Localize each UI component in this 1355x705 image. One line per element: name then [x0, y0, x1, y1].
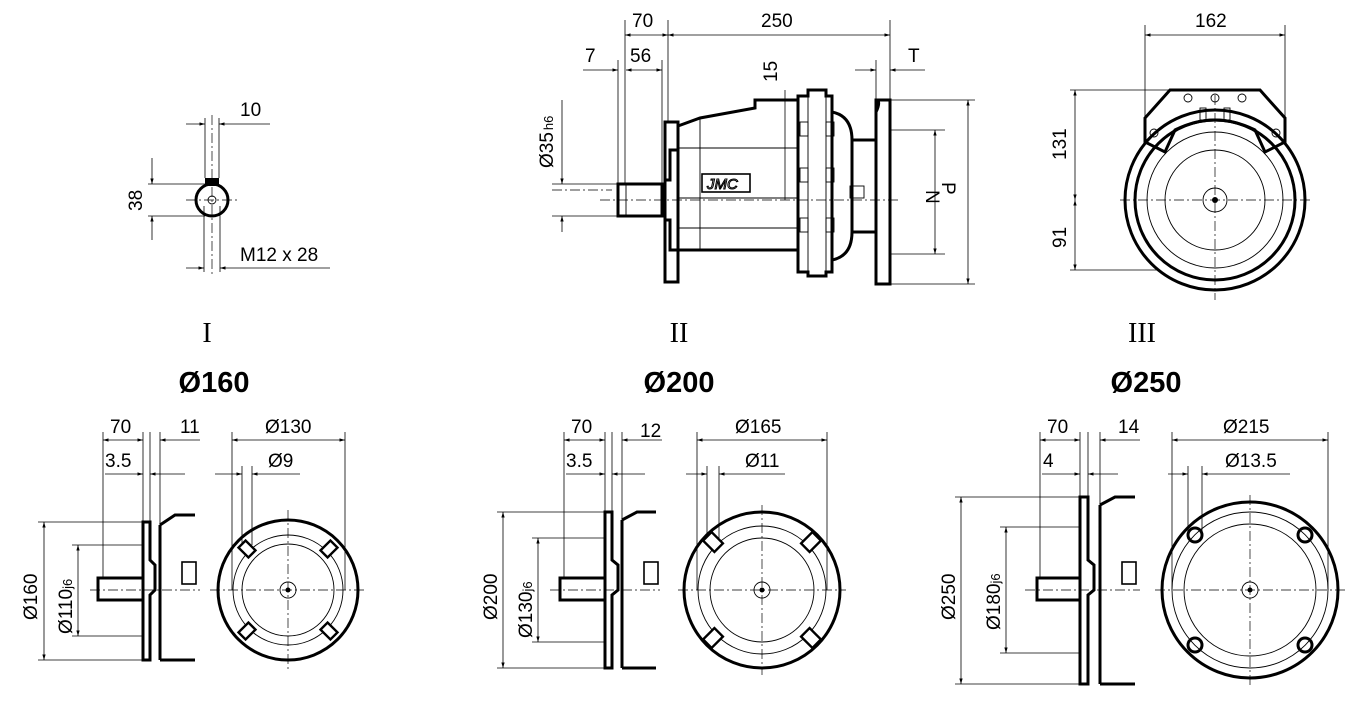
- flange-3-hole: Ø13.5: [1225, 451, 1277, 472]
- flange-1-pilot-tol: j6: [60, 579, 75, 590]
- flange-1-diameter: Ø160: [21, 574, 42, 620]
- flange-2-pilot-tol: j6: [520, 581, 535, 592]
- svg-text:Ø110j6: Ø110j6: [56, 579, 77, 634]
- flange-2-diameter: Ø200: [481, 574, 502, 620]
- flange-3-diameter: Ø250: [939, 574, 960, 620]
- flange-3-drawing: 70 14 4 Ø250 Ø180j6 Ø215 Ø13.5: [939, 417, 1345, 686]
- shaft-end-view: 10 38 M12 x 28: [126, 100, 330, 275]
- flange-2-pilot: Ø130: [516, 592, 537, 638]
- flange-2-offset: 70: [571, 417, 592, 438]
- size-title-3: Ø250: [1111, 367, 1182, 399]
- shaft-step-b-label: 56: [630, 46, 651, 67]
- front-width-label: 162: [1195, 11, 1227, 32]
- shaft-step-a-label: 7: [585, 46, 596, 67]
- svg-text:Ø130j6: Ø130j6: [516, 581, 537, 638]
- flange-3-thickness: 14: [1118, 417, 1140, 438]
- flange-1-pilot: Ø110: [56, 589, 77, 634]
- flange-1-bolt-circle: Ø130: [265, 417, 311, 438]
- flange-2-thickness: 12: [640, 421, 661, 442]
- flange-thickness-label: T: [908, 46, 920, 67]
- flange-1-hole: Ø9: [268, 451, 293, 472]
- flange-3-spigot-depth: 4: [1043, 451, 1054, 472]
- svg-text:Ø180j6: Ø180j6: [984, 573, 1005, 630]
- upper-height-label: 131: [1050, 128, 1071, 160]
- pilot-diameter-label: N: [921, 190, 942, 204]
- lower-height-label: 91: [1050, 227, 1071, 248]
- size-numeral-1: I: [202, 318, 211, 349]
- size-title-2: Ø200: [644, 367, 715, 399]
- gearbox-side-view: JMC 70 250 7 56: [537, 11, 975, 286]
- size-title-1: Ø160: [179, 367, 250, 399]
- size-numeral-3: III: [1128, 318, 1156, 349]
- thread-label: M12 x 28: [240, 245, 318, 266]
- flange-3-pilot-tol: j6: [988, 573, 1003, 584]
- size-numeral-2: II: [670, 318, 689, 349]
- flange-2-hole: Ø11: [745, 451, 780, 472]
- flange-diameter-label: P: [937, 182, 958, 195]
- flange-2-spigot-depth: 3.5: [566, 451, 592, 472]
- flange-3-offset: 70: [1047, 417, 1068, 438]
- body-length-label: 250: [761, 11, 793, 32]
- shaft-tolerance-label: h6: [541, 116, 556, 130]
- shaft-height-label: 38: [126, 190, 147, 211]
- flange-1-drawing: 70 11 3.5 Ø160 Ø110j6 Ø130 Ø9: [21, 417, 365, 670]
- flange-1-spigot-depth: 3.5: [105, 451, 131, 472]
- svg-text:Ø35h6: Ø35h6: [537, 116, 558, 168]
- flange-3-bolt-circle: Ø215: [1223, 417, 1269, 438]
- flange-3-pilot: Ø180: [984, 584, 1005, 630]
- flange-1-offset: 70: [110, 417, 131, 438]
- jmc-logo: JMC: [706, 176, 738, 193]
- flange-2-drawing: 70 12 3.5 Ø200 Ø130j6 Ø165 Ø11: [481, 417, 846, 675]
- flange-1-thickness: 11: [180, 417, 200, 438]
- flange-2-bolt-circle: Ø165: [735, 417, 781, 438]
- gearbox-front-view: 162 131 91: [1050, 11, 1310, 300]
- keyway-width-label: 10: [240, 100, 261, 121]
- flange-offset-label: 70: [632, 11, 653, 32]
- keyway-label: 15: [761, 61, 782, 82]
- shaft-diameter-label: Ø35: [537, 132, 558, 168]
